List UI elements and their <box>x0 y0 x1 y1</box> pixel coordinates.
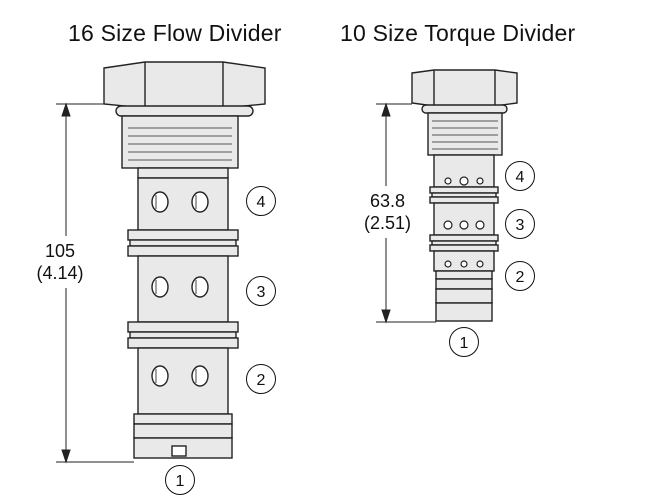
port-marker-1-left: 1 <box>165 465 195 495</box>
hole-icon <box>151 365 169 387</box>
thread-section-right <box>427 112 503 156</box>
title-flow-divider: 16 Size Flow Divider <box>68 20 282 46</box>
bottom-tip-right <box>435 302 493 322</box>
hole-icon <box>151 191 169 213</box>
flow-divider-cartridge <box>103 61 266 459</box>
port-marker-4-left: 4 <box>246 186 276 216</box>
port-2-body-left <box>137 347 229 415</box>
port-3-body-left <box>137 255 229 323</box>
hole-icon <box>191 191 209 213</box>
port-marker-4-right: 4 <box>505 161 535 191</box>
port-marker-2-right: 2 <box>505 261 535 291</box>
hole-icon <box>151 276 169 298</box>
dimension-label-right: 63.8 (2.51) <box>350 190 425 234</box>
hole-icon <box>191 276 209 298</box>
port-marker-1-right: 1 <box>449 327 479 357</box>
port-marker-3-left: 3 <box>246 276 276 306</box>
torque-divider-cartridge <box>411 69 518 322</box>
dimension-mm-right: 63.8 <box>369 191 406 211</box>
port-marker-3-right: 3 <box>505 209 535 239</box>
port-3-body-right <box>433 202 495 236</box>
hex-nut-right <box>411 69 518 107</box>
title-torque-divider: 10 Size Torque Divider <box>340 20 576 46</box>
dimension-inch-right: (2.51) <box>363 213 412 233</box>
dimension-label-left: 105 (4.14) <box>20 240 100 284</box>
dimension-mm-left: 105 <box>44 241 76 261</box>
dimension-inch-left: (4.14) <box>36 263 84 283</box>
port-marker-2-left: 2 <box>246 364 276 394</box>
thread-section-left <box>121 115 239 169</box>
hole-icon <box>191 365 209 387</box>
hex-nut-left <box>103 61 266 109</box>
